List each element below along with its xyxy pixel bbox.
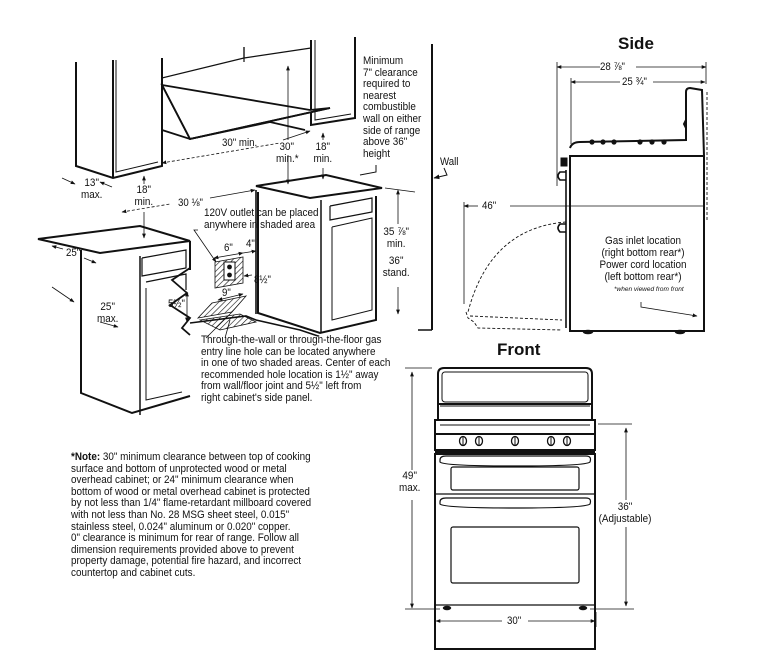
side-clearance-note: Minimum 7" clearance required to nearest… [363, 55, 422, 160]
dim-cooktop-height: 36" (Adjustable) [598, 501, 652, 525]
left-base-cabinet [37, 224, 191, 415]
dim-9: 9" [222, 287, 231, 299]
dim-door-open: 46" [482, 200, 497, 212]
outlet-note: 120V outlet can be placed anywhere in sh… [204, 207, 319, 231]
dim-30-min-width: 30" min. [222, 137, 258, 149]
side-view-range [557, 86, 705, 335]
outlet-area [214, 256, 244, 289]
dim-25-depth: 25" [66, 247, 81, 259]
dim-overall-depth: 28 ⅞" [600, 61, 625, 73]
dimension-lines-side [463, 62, 707, 318]
note-label: *Note: [71, 451, 101, 463]
gas-entry-note: Through-the-wall or through-the-floor ga… [201, 334, 391, 404]
dim-6: 6" [224, 242, 233, 254]
dimension-lines-front [405, 367, 634, 627]
dim-30-min-height: 30" min.* [276, 141, 299, 165]
dim-4: 4" [246, 238, 255, 250]
side-view-footnote: *when viewed from front [614, 286, 684, 293]
note-text: 30" minimum clearance between top of coo… [71, 451, 312, 579]
dim-18-min-left: 18" min. [134, 184, 154, 208]
dim-body-depth: 25 ¾" [622, 76, 647, 88]
dim-18-min-right: 18" min. [313, 141, 333, 165]
break-line [168, 267, 192, 336]
front-view-title: Front [497, 340, 541, 359]
dim-width: 30" [507, 615, 522, 627]
dim-30-1-8: 30 ⅛" [178, 197, 203, 209]
dim-35-7-8-min: 35 ⅞" min. [383, 226, 409, 250]
dim-36-stand: 36" stand. [382, 255, 410, 279]
dim-13-max: 13" max. [80, 177, 103, 201]
power-cord-location: Power cord location (left bottom rear*) [599, 259, 687, 283]
right-base-cabinet [255, 173, 383, 335]
range-hood [160, 83, 331, 141]
gas-entry-area [196, 295, 258, 339]
dim-25-max: 25" max. [96, 301, 119, 325]
wall-label: Wall [440, 156, 459, 168]
front-view-range [434, 367, 596, 650]
side-view-title: Side [618, 34, 654, 53]
gas-inlet-location: Gas inlet location (right bottom rear*) [601, 235, 685, 259]
dimension-lines-installation [51, 65, 416, 328]
installation-note: *Note: 30" minimum clearance between top… [71, 451, 312, 580]
dim-8-5: 8½" [254, 274, 271, 286]
dim-height-max: 49" max. [398, 470, 421, 494]
side-view-door-arc [465, 92, 708, 331]
dim-5-5: 5½" [168, 298, 185, 310]
